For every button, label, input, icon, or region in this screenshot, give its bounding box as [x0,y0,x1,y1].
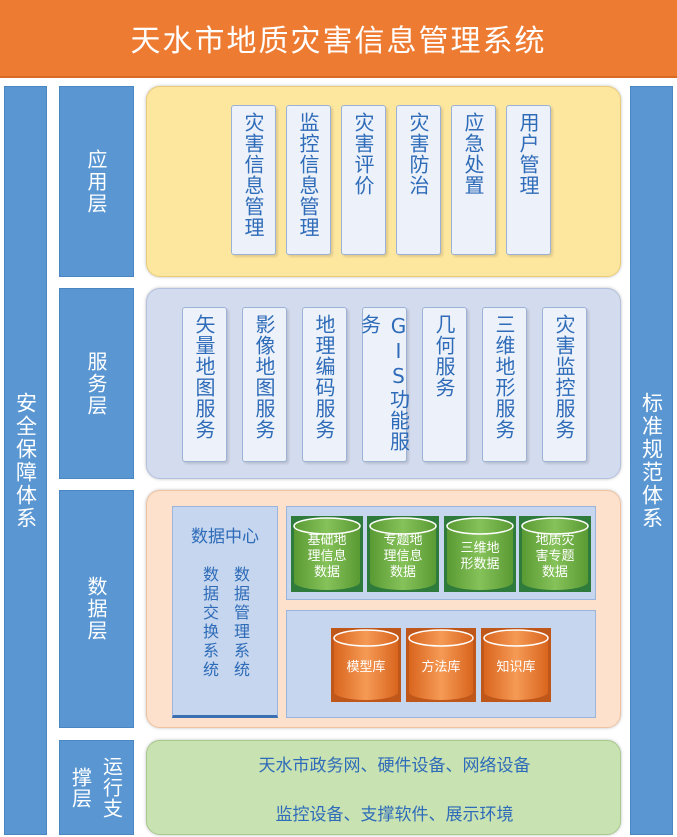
app-module-card: 灾害信息管理 [231,105,276,255]
support-line: 监控设备、支撑软件、展示环境 [275,804,514,825]
cylinder-label: 知识库 [496,659,535,675]
cylinder-label: 理信息 [383,548,422,564]
standards-column: 标准规范体系 [630,86,673,835]
data-exchange-system: 数据交换系统 [200,566,219,680]
title-bar: 天水市地质灾害信息管理系统 [0,0,677,78]
cylinder-label: 数据 [542,565,568,580]
service-module-card: 灾害监控服务 [542,307,587,462]
app-module-card: 用户管理 [506,105,551,255]
service-module-card: 三维地形服务 [482,307,527,462]
service-module-card: GIS功能服务 [358,307,411,462]
cylinder-label: 形数据 [460,557,499,572]
standards-column-label: 标准规范体系 [639,391,664,530]
data-center-box [172,506,278,718]
cylinder-label: 模型库 [346,659,385,675]
data-management-system: 数据管理系统 [231,566,250,680]
cylinder-label: 基础地 [307,533,346,548]
layer-label-service: 服务层 [59,288,134,479]
support-layer-panel: 天水市政务网、硬件设备、网络设备 监控设备、支撑软件、展示环境 [146,740,621,835]
support-line: 天水市政务网、硬件设备、网络设备 [258,755,531,776]
service-module-card: 几何服务 [422,307,467,462]
security-column: 安全保障体系 [4,86,47,835]
app-module-card: 应急处置 [451,105,496,255]
library-cylinder: 知识库 [481,628,551,702]
page-title: 天水市地质灾害信息管理系统 [130,24,547,59]
app-module-card: 灾害评价 [341,105,386,255]
cylinder-label: 三维地 [460,541,499,556]
library-cylinder: 方法库 [406,628,476,702]
service-module-card: 影像地图服务 [242,307,287,462]
cylinder-label: 地质灾 [535,532,574,548]
service-module-card: 矢量地图服务 [182,307,227,462]
layer-label-data: 数据层 [59,490,134,728]
data-center-title: 数据中心 [191,527,259,547]
app-module-card: 灾害防治 [396,105,441,255]
layer-label-support: 运行支 撑层 [59,740,134,835]
cylinder-label: 方法库 [421,659,460,675]
cylinder-label: 理信息 [307,548,346,564]
cylinder-label: 专题地 [383,533,422,548]
cylinder-label: 害专题 [535,548,574,564]
layer-label-application: 应用层 [59,86,134,277]
cylinder-label: 数据 [390,565,416,580]
cylinder-label: 数据 [314,565,340,580]
library-cylinder: 模型库 [331,628,401,702]
app-module-card: 监控信息管理 [286,105,331,255]
service-module-card: 地理编码服务 [302,307,347,462]
security-column-label: 安全保障体系 [13,391,38,530]
